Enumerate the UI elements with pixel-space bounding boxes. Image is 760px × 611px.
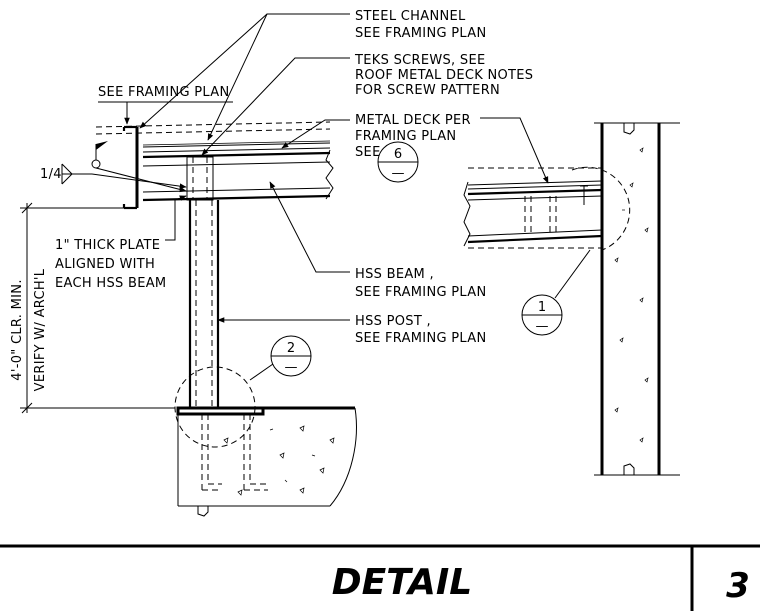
metal-deck-note-line1: METAL DECK PER — [355, 113, 471, 128]
title-block: DETAIL 3 — [0, 544, 760, 611]
steel-channel-shape — [122, 125, 139, 210]
tag-1-sheet: — — [536, 319, 549, 334]
hss-beam-note-line1: HSS BEAM , — [355, 267, 434, 282]
plate-note-line3: EACH HSS BEAM — [55, 276, 166, 291]
weld-symbol — [61, 141, 187, 193]
see-framing-plan-note: SEE FRAMING PLAN — [98, 85, 229, 100]
wall-section-detail — [463, 122, 680, 476]
plate-note-line1: 1" THICK PLATE — [55, 238, 160, 253]
tag-6-number: 6 — [394, 147, 402, 162]
hss-post-shape — [188, 200, 220, 408]
verify-label: VERIFY W/ ARCH'L — [33, 268, 48, 391]
detail-tag-2[interactable]: 2 — — [270, 335, 312, 377]
plate-note-line2: ALIGNED WITH — [55, 257, 155, 272]
detail-tag-1[interactable]: 1 — — [521, 294, 563, 336]
hss-post-note-line1: HSS POST , — [355, 314, 431, 329]
base-detail-callout-circle — [174, 366, 256, 448]
leader-lines — [98, 13, 591, 381]
clearance-dimension — [20, 202, 175, 414]
hss-post-note-line2: SEE FRAMING PLAN — [355, 331, 486, 346]
weld-size-label: 1/4 — [40, 167, 62, 182]
teks-screws-note-line1: TEKS SCREWS, SEE — [354, 53, 486, 68]
tag-1-number: 1 — [538, 300, 546, 315]
tag-2-number: 2 — [287, 341, 295, 356]
steel-channel-note-line1: STEEL CHANNEL — [355, 9, 466, 24]
tag-2-sheet: — — [285, 360, 298, 375]
detail-tag-6[interactable]: 6 — — [377, 141, 419, 183]
clearance-label: 4'-0" CLR. MIN. — [10, 279, 25, 380]
teks-screws-note-line3: FOR SCREW PATTERN — [355, 83, 500, 98]
annotation-notes: STEEL CHANNEL SEE FRAMING PLAN TEKS SCRE… — [55, 9, 533, 346]
hss-beam-note-line2: SEE FRAMING PLAN — [355, 285, 486, 300]
metal-deck-note-line3: SEE — [355, 145, 381, 160]
metal-deck-note-line2: FRAMING PLAN — [355, 129, 456, 144]
roof-line-hidden — [95, 128, 331, 135]
roof-line-hidden — [95, 121, 331, 128]
teks-screws-note-line2: ROOF METAL DECK NOTES — [355, 68, 533, 83]
tag-6-sheet: — — [392, 166, 405, 181]
metal-deck-shape — [142, 140, 331, 153]
hss-beam-shape — [142, 149, 334, 202]
sheet-number: 3 — [726, 566, 750, 606]
main-connection-detail: 4'-0" CLR. MIN. VERIFY W/ ARCH'L 1/4 — [10, 121, 357, 517]
detail-title: DETAIL — [332, 562, 472, 603]
steel-channel-note-line2: SEE FRAMING PLAN — [355, 26, 486, 41]
footing-shape — [176, 406, 357, 517]
